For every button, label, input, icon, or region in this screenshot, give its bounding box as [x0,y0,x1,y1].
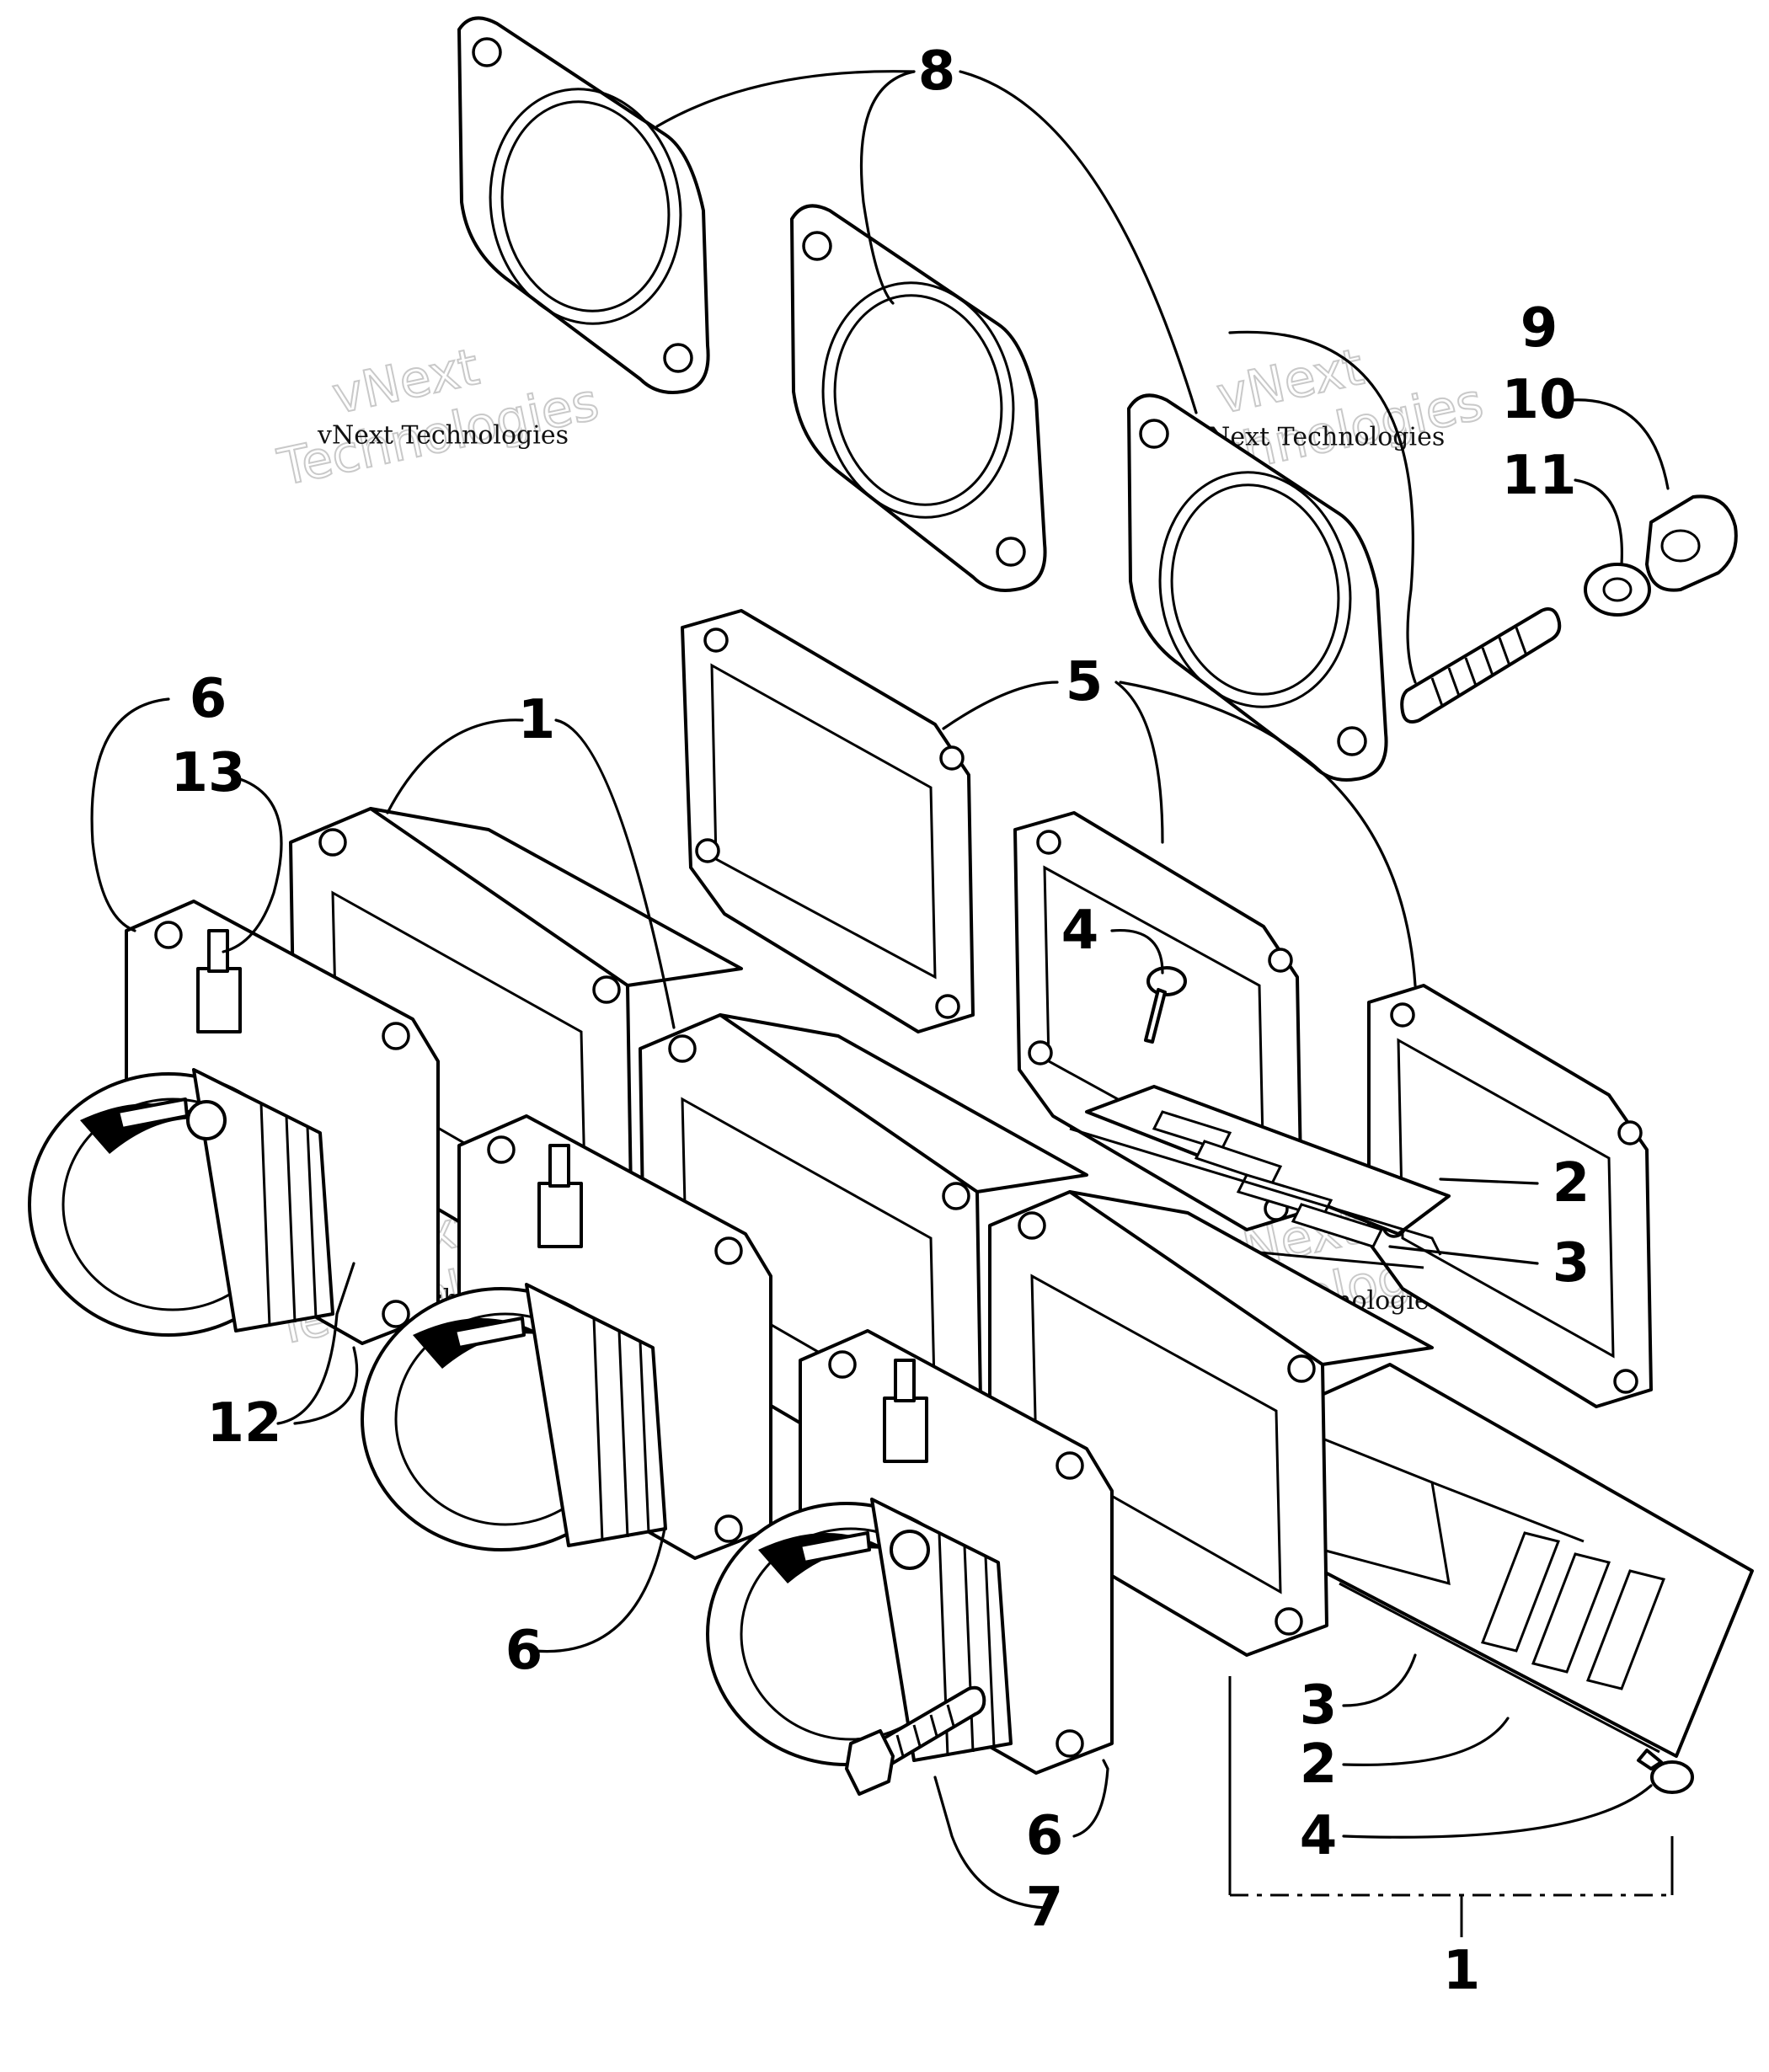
watermark-top-left: vNext Technologies vNext Technologies [272,337,605,499]
svg-text:vNext Technologies: vNext Technologies [317,421,569,451]
callout-13: 13 [170,742,245,804]
exhaust-gasket-1 [457,16,710,394]
callout-2-bottom: 2 [1300,1733,1338,1796]
leader-lines [90,70,1670,1909]
callout-7: 7 [1026,1877,1064,1939]
callout-labels: 8 9 10 11 5 6 13 1 4 2 3 12 6 3 2 4 6 7 … [170,40,1590,2002]
callout-2-right: 2 [1553,1152,1590,1215]
callout-9: 9 [1520,297,1558,360]
stud [1400,607,1562,724]
callout-12: 12 [206,1392,281,1455]
callout-6-bottom: 6 [1026,1805,1064,1867]
callout-1-top: 1 [518,689,556,751]
nut [1645,494,1738,592]
callout-4-top: 4 [1061,900,1099,962]
cap-screw [845,1685,986,1796]
carb-flange-3 [706,1329,1114,1775]
reed-petal-upper [1085,1085,1451,1248]
reed-gasket-1 [681,609,975,1033]
callout-3-bottom: 3 [1300,1674,1338,1737]
exhaust-gasket-2 [790,204,1047,592]
exhaust-gasket-3 [1127,393,1388,782]
reed-screw-lower [1637,1749,1694,1794]
washer [1584,563,1651,617]
callout-6-middle: 6 [505,1620,543,1682]
reed-gasket-3 [1367,984,1653,1408]
callout-10: 10 [1501,369,1576,431]
callout-1-bottom: 1 [1443,1940,1481,2002]
callout-4-bottom: 4 [1300,1805,1338,1867]
reed-screw-upper [1144,966,1187,1044]
callout-3-right: 3 [1553,1232,1590,1295]
callout-11: 11 [1501,445,1576,507]
callout-6-top-left: 6 [190,668,227,730]
assembly-bracket [1228,1676,1674,1937]
callout-5: 5 [1066,651,1104,713]
callout-8: 8 [918,40,956,103]
carb-flange-2 [361,1114,772,1560]
carb-flange-1 [28,900,440,1345]
